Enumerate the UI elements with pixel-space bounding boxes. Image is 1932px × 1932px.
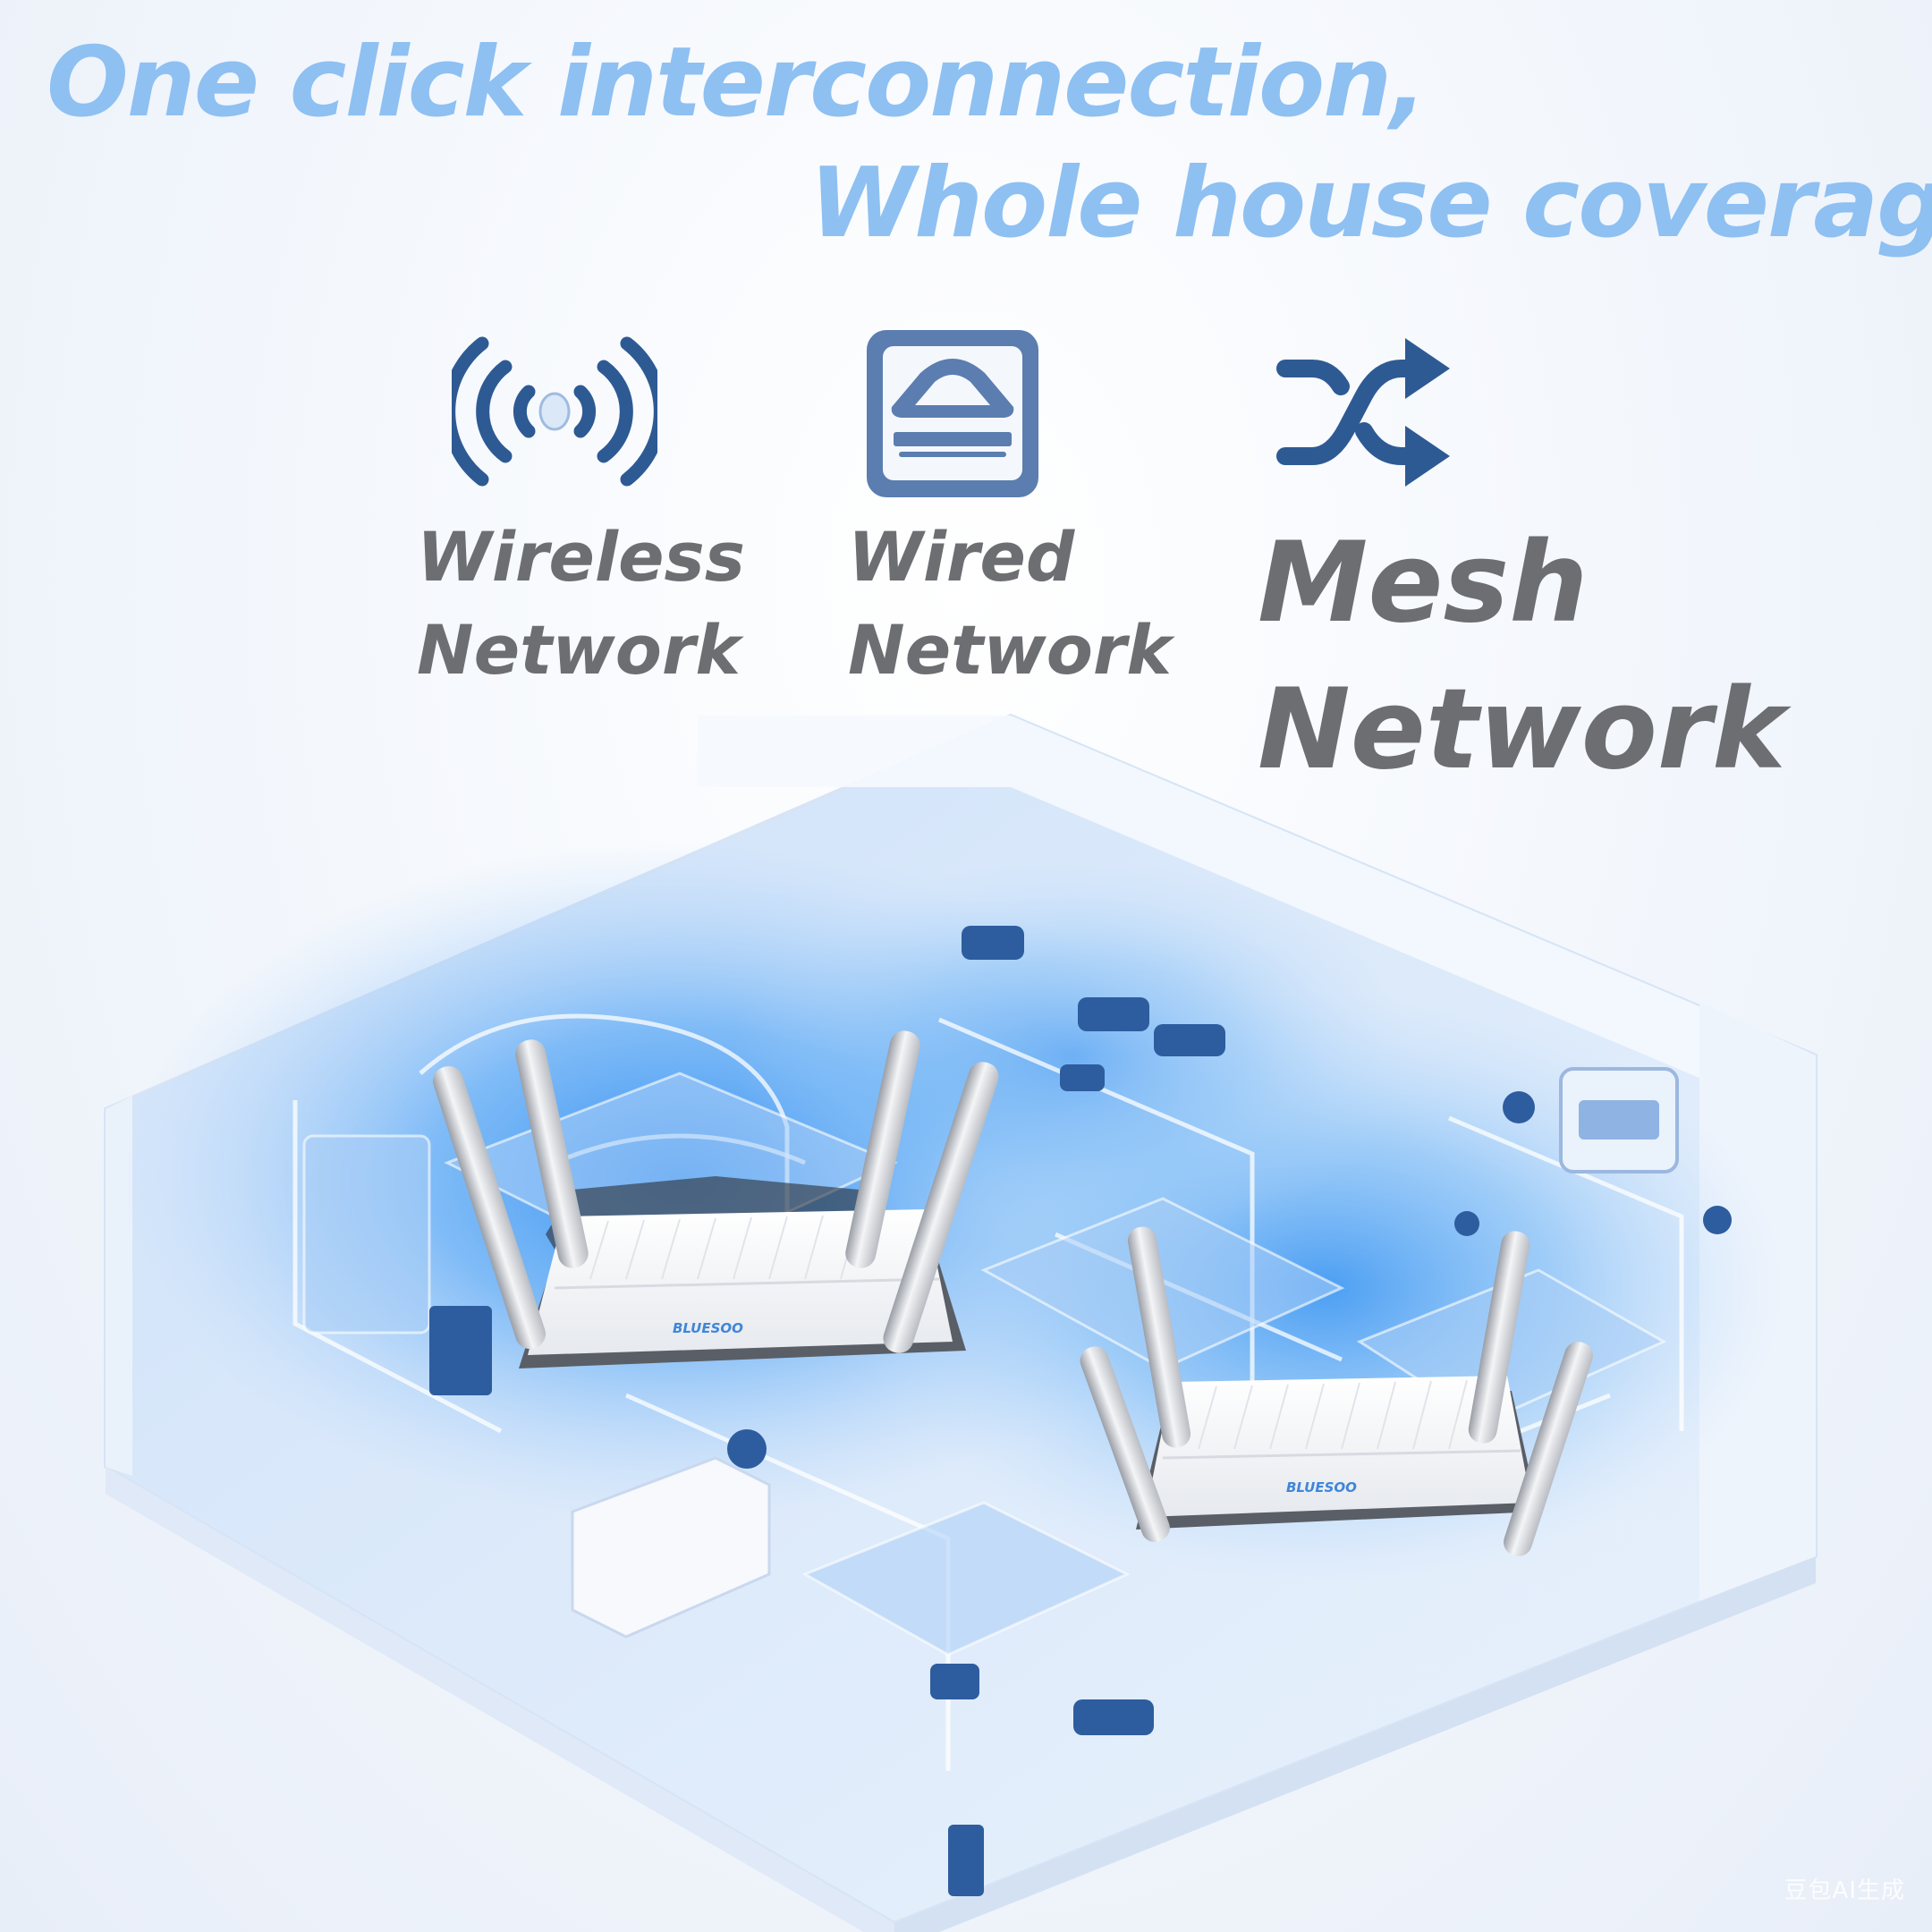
feature-line-1: Wired xyxy=(848,517,1075,597)
feature-line-2: Network xyxy=(417,610,741,690)
feature-label-wired: Wired Network xyxy=(848,523,1172,709)
wireless-signal-icon xyxy=(452,336,657,487)
feature-line-2: Network xyxy=(1258,665,1786,794)
feature-label-wireless: Wireless Network xyxy=(417,523,745,709)
router-brand-label: BLUESOO xyxy=(1286,1479,1357,1496)
watermark: 豆包AI生成 xyxy=(1784,1877,1905,1904)
headline-line-2: Whole house coverage xyxy=(809,148,1932,259)
house-illustration: BLUESOO BLUESOO xyxy=(104,713,1818,1932)
feature-line-1: Mesh xyxy=(1258,519,1589,648)
feature-line-2: Network xyxy=(848,610,1172,690)
router-2: BLUESOO xyxy=(1080,1226,1593,1556)
feature-label-mesh: Mesh Network xyxy=(1258,528,1786,821)
ethernet-port-icon xyxy=(867,330,1038,497)
router-1: BLUESOO xyxy=(433,1030,999,1368)
shuffle-arrows-icon xyxy=(1276,338,1450,487)
router-brand-label: BLUESOO xyxy=(673,1320,743,1336)
headline-line-1: One click interconnection, xyxy=(47,27,1427,139)
feature-line-1: Wireless xyxy=(417,517,745,597)
